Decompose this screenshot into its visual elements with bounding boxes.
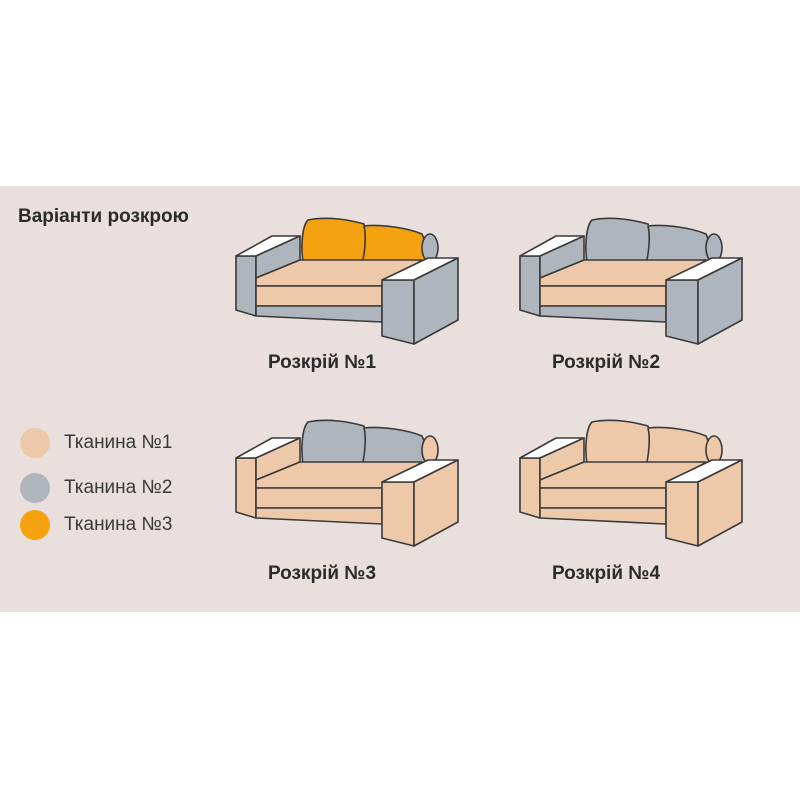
base-plinth <box>255 305 383 323</box>
sofa-variant-3 <box>235 419 459 547</box>
left-armrest-front <box>519 457 541 519</box>
right-armrest-side <box>413 257 459 345</box>
seat-front <box>539 487 667 509</box>
left-armrest-front <box>519 255 541 317</box>
legend-label: Тканина №2 <box>64 477 173 498</box>
sofa-variant-1 <box>235 217 459 345</box>
right-armrest-front <box>381 481 415 547</box>
legend-item-fabric-1: Тканина №1 <box>20 428 172 458</box>
fabric-1-swatch <box>20 428 50 458</box>
seat-front <box>539 285 667 307</box>
seat-front <box>255 285 383 307</box>
legend-item-fabric-2: Тканина №2 <box>20 473 172 503</box>
base-plinth <box>539 305 667 323</box>
right-armrest-front <box>665 279 699 345</box>
fabric-3-swatch <box>20 510 50 540</box>
variant-2-caption: Розкрій №2 <box>551 352 661 373</box>
variant-4-caption: Розкрій №4 <box>551 563 661 584</box>
base-plinth <box>255 507 383 525</box>
sofa-variant-4 <box>519 419 743 547</box>
sofa-variant-2 <box>519 217 743 345</box>
variant-3-caption: Розкрій №3 <box>267 563 377 584</box>
legend-item-fabric-3: Тканина №3 <box>20 510 172 540</box>
base-plinth <box>539 507 667 525</box>
left-armrest-front <box>235 457 257 519</box>
right-armrest-front <box>381 279 415 345</box>
fabric-2-swatch <box>20 473 50 503</box>
right-armrest-side <box>697 257 743 345</box>
legend-label: Тканина №3 <box>64 514 173 535</box>
right-armrest-side <box>697 459 743 547</box>
right-armrest-front <box>665 481 699 547</box>
left-armrest-front <box>235 255 257 317</box>
seat-front <box>255 487 383 509</box>
legend-label: Тканина №1 <box>64 432 173 453</box>
right-armrest-side <box>413 459 459 547</box>
variant-1-caption: Розкрій №1 <box>267 352 377 373</box>
section-title: Варіанти розкрою <box>18 206 189 227</box>
